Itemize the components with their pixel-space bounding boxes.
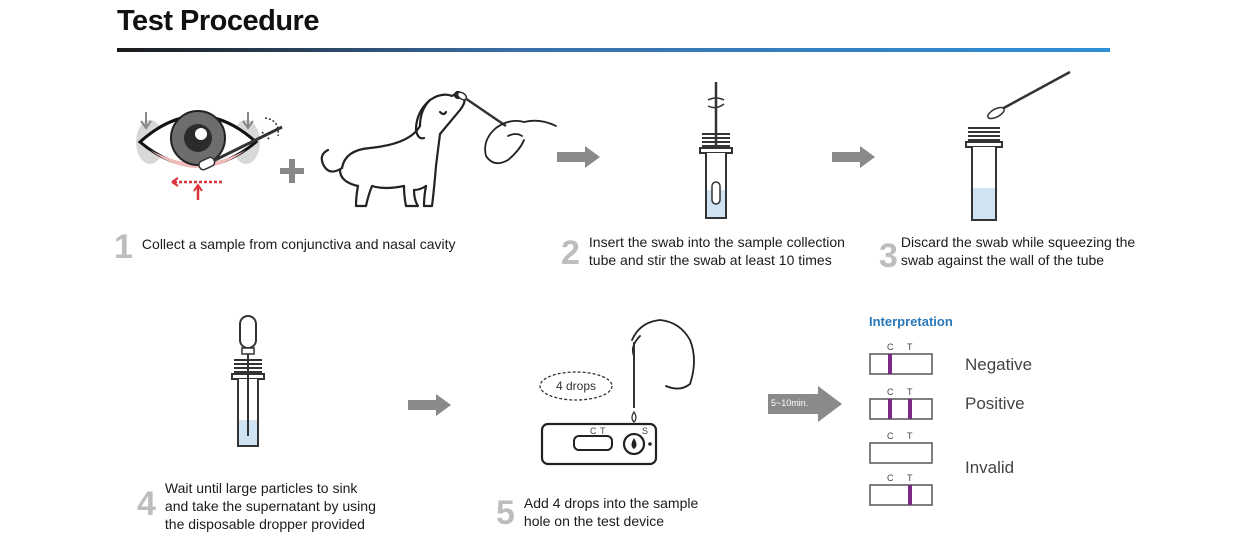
strip-4-t-label: T: [907, 473, 913, 483]
step-2-number: 2: [561, 234, 580, 272]
step-2-text-line-1: Insert the swab into the sample collecti…: [588, 234, 845, 250]
step-3-text-line-1: Discard the swab while squeezing the: [900, 234, 1136, 250]
title-underline: [117, 48, 1110, 52]
page-title: Test Procedure: [117, 5, 319, 37]
strip-2-c-label: C: [887, 387, 894, 397]
strip-4-c-label: C: [887, 473, 894, 483]
step-3-number: 3: [879, 237, 898, 275]
step-1: 1 Collect a sample from conjunctiva and …: [114, 230, 456, 264]
result-invalid-label: Invalid: [965, 458, 1015, 477]
strip-invalid-1: [869, 442, 933, 464]
step-5: 5 Add 4 drops into the sample hole on th…: [496, 492, 698, 530]
result-positive-label: Positive: [965, 394, 1025, 413]
step-3: 3 Discard the swab while squeezing the s…: [879, 231, 1135, 273]
nasal-swab-illustration: [456, 91, 557, 165]
arrow-1-to-2: [557, 146, 600, 168]
step-1-number: 1: [114, 228, 133, 266]
tube-discard-swab: [965, 70, 1071, 221]
interpretation-title: Interpretation: [869, 314, 953, 329]
strip-negative: [869, 353, 933, 375]
drops-label: 4 drops: [555, 379, 597, 393]
step-3-text-line-2: swab against the wall of the tube: [900, 252, 1105, 268]
eye-illustration: [136, 110, 283, 200]
step-5-number: 5: [496, 494, 515, 532]
step-4-text-line-2: and take the supernatant by using: [164, 498, 376, 514]
tube-with-dropper: [231, 315, 265, 447]
device-s-label: S: [642, 426, 649, 436]
dog-illustration: [320, 90, 466, 208]
step-1-text: Collect a sample from conjunctiva and na…: [141, 236, 456, 252]
strip-invalid-2: [869, 484, 933, 506]
result-negative-label: Negative: [965, 355, 1033, 374]
strip-2-t-label: T: [907, 387, 913, 397]
step-2-text-line-2: tube and stir the swab at least 10 times: [588, 252, 832, 268]
test-device: [539, 319, 695, 466]
strip-1-t-label: T: [907, 342, 913, 352]
strip-1-c-label: C: [887, 342, 894, 352]
step-2: 2 Insert the swab into the sample collec…: [561, 231, 845, 270]
tube-with-swab: [699, 82, 733, 219]
step-5-text-line-2: hole on the test device: [523, 513, 665, 529]
step-4-text-line-3: the disposable dropper provided: [164, 516, 365, 532]
step-4-text-line-1: Wait until large particles to sink: [164, 480, 358, 496]
step-4: 4 Wait until large particles to sink and…: [137, 477, 376, 533]
step-4-number: 4: [137, 485, 156, 523]
strip-3-c-label: C: [887, 431, 894, 441]
plus-icon: [280, 159, 304, 183]
time-label: 5~10min.: [771, 398, 809, 408]
arrow-2-to-3: [832, 146, 875, 168]
strip-positive: [869, 398, 933, 420]
device-c-label: C: [590, 426, 597, 436]
device-t-label: T: [600, 426, 606, 436]
strip-3-t-label: T: [907, 431, 913, 441]
step-5-text-line-1: Add 4 drops into the sample: [523, 495, 699, 511]
arrow-4-to-5: [408, 394, 451, 416]
arrow-5-to-interpretation: [768, 386, 842, 422]
